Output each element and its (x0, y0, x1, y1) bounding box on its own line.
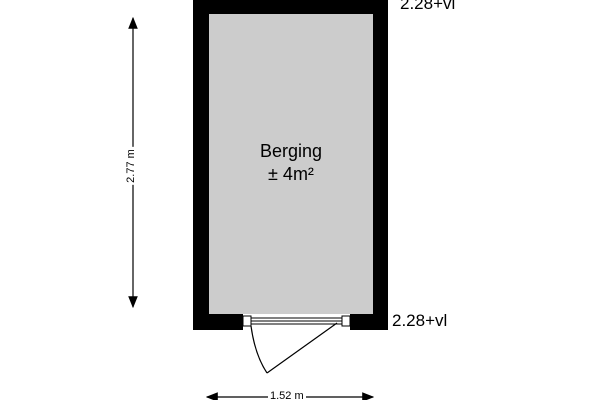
room-name: Berging (259, 141, 323, 161)
room-area: ± 4m² (268, 164, 314, 184)
door-swing (250, 322, 338, 374)
width-dimension-label: 1.52 m (268, 390, 306, 402)
level-label-top: 2.28+vl (400, 0, 456, 13)
room-label: Berging ± 4m² (209, 140, 373, 186)
height-dimension-label: 2.77 m (124, 147, 137, 185)
level-label-bottom: 2.28+vl (392, 311, 448, 330)
door-frame (242, 315, 351, 327)
door-opening (243, 314, 350, 330)
room-floor (209, 14, 373, 314)
